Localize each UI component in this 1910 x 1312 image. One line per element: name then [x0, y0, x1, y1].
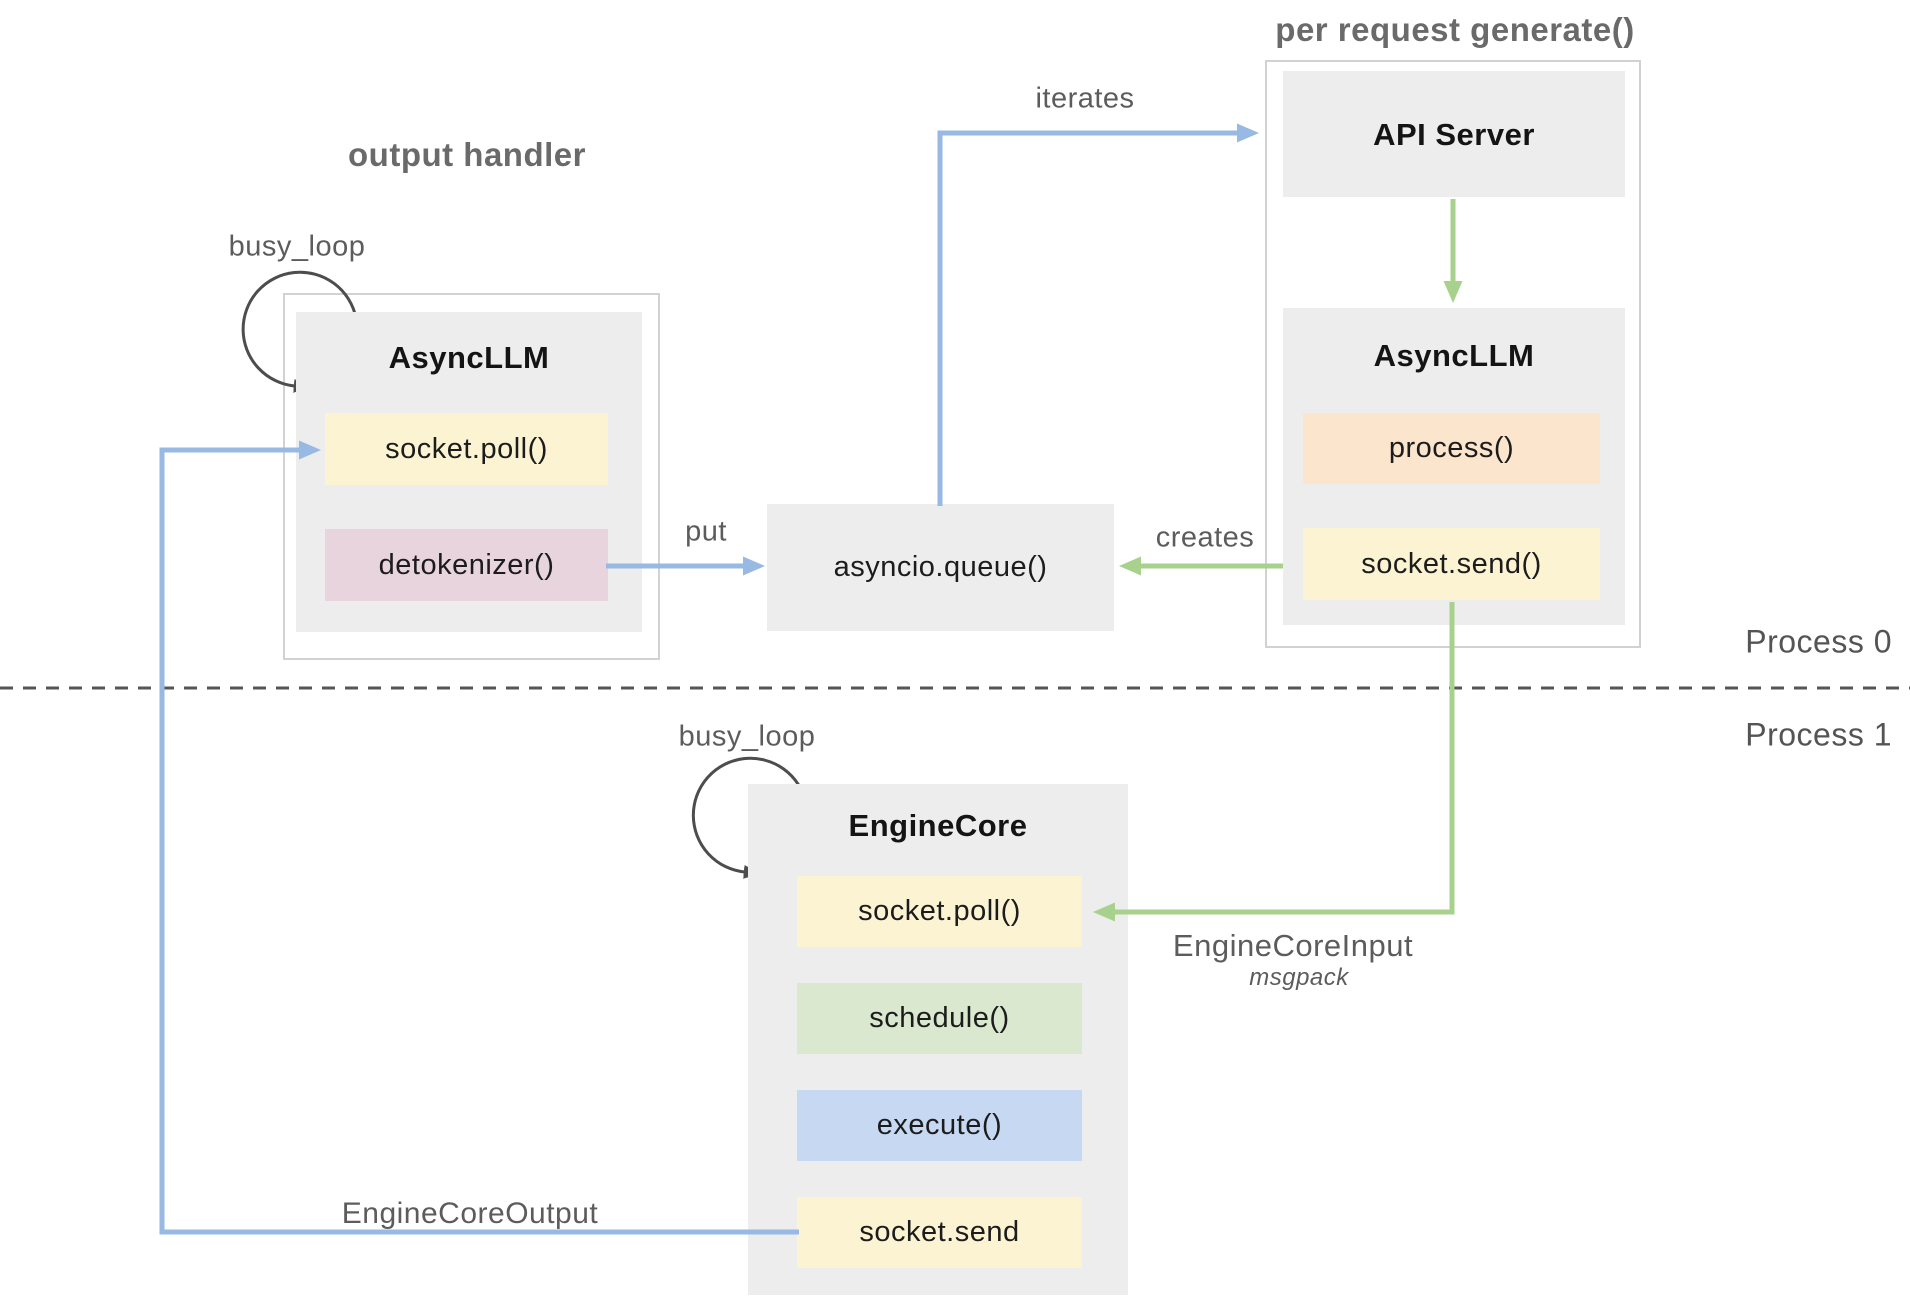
method-ec-schedule: schedule()	[797, 983, 1082, 1054]
engine-core-input-arrow	[1093, 602, 1455, 922]
msgpack-label: msgpack	[1249, 964, 1349, 991]
engine-core-output-label: EngineCoreOutput	[341, 1197, 599, 1230]
iterates-arrow	[937, 123, 1259, 506]
busy-loop-label-bottom: busy_loop	[678, 720, 816, 753]
creates-label: creates	[1155, 521, 1255, 554]
method-ec-socket-send: socket.send	[797, 1197, 1082, 1268]
engine-core-input-label: EngineCoreInput	[1172, 928, 1414, 963]
process-1-label: Process 1	[1745, 716, 1892, 753]
method-process: process()	[1303, 413, 1600, 484]
api-server-box	[1283, 71, 1625, 197]
api-server-title: API Server	[1373, 117, 1535, 152]
engine-core-title: EngineCore	[848, 808, 1028, 843]
output-handler-asyncllm-title: AsyncLLM	[388, 340, 550, 375]
method-ec-execute: execute()	[797, 1090, 1082, 1161]
process-0-label: Process 0	[1745, 623, 1892, 660]
method-detokenizer: detokenizer()	[325, 529, 608, 601]
method-ec-socket-poll: socket.poll()	[797, 876, 1082, 947]
request-asyncllm-title: AsyncLLM	[1373, 338, 1535, 373]
put-label: put	[685, 515, 727, 548]
output-handler-title: output handler	[348, 136, 586, 173]
asyncio-queue-label: asyncio.queue()	[833, 551, 1048, 583]
method-socket-poll-left: socket.poll()	[325, 413, 608, 485]
per-request-generate-title: per request generate()	[1275, 11, 1635, 48]
iterates-label: iterates	[1035, 82, 1135, 115]
busy-loop-label-top: busy_loop	[228, 230, 366, 263]
method-socket-send-right: socket.send()	[1303, 528, 1600, 600]
asyncio-queue-box	[767, 504, 1114, 631]
